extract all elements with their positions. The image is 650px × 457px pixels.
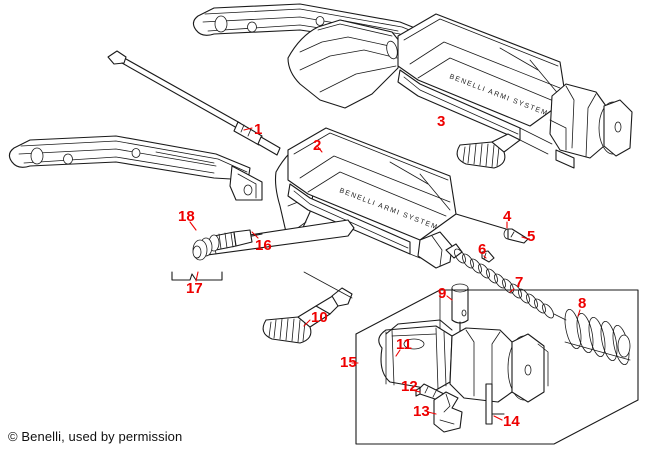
- charging-handle: [262, 271, 353, 344]
- spring-guide-pin: [481, 250, 495, 263]
- upper-bolt-carrier: BENELLI ARMI SYSTEM: [287, 13, 633, 169]
- bolt-body: [378, 319, 549, 403]
- callout-10: 10: [311, 309, 328, 326]
- lower-receiver: BENELLI ARMI SYSTEM: [287, 127, 457, 269]
- recoil-spring: [445, 243, 567, 321]
- extractor: [433, 391, 463, 433]
- callout-leader-lines: [189, 127, 581, 421]
- callout-15: 15: [340, 354, 357, 371]
- callout-5: 5: [527, 228, 536, 245]
- upper-bolt-head: [549, 83, 633, 169]
- callout-3: 3: [437, 113, 446, 130]
- inertia-spring: [564, 308, 631, 366]
- extractor-pin: [485, 383, 505, 425]
- callout-13: 13: [413, 403, 430, 420]
- callout-14: 14: [503, 413, 520, 430]
- spring-cap-nut: [192, 229, 263, 261]
- callout-16: 16: [255, 237, 272, 254]
- copyright-notice: © Benelli, used by permission: [8, 429, 183, 444]
- callout-7: 7: [515, 274, 524, 291]
- callout-17: 17: [186, 280, 203, 297]
- callout-8: 8: [578, 295, 587, 312]
- retaining-pin-group: [455, 213, 529, 244]
- callout-18: 18: [178, 208, 195, 225]
- upper-assembly: BENELLI ARMI SYSTEM: [107, 3, 633, 169]
- upper-charging-handle: [456, 133, 521, 169]
- callout-9: 9: [438, 285, 447, 302]
- callout-2: 2: [313, 137, 322, 154]
- lower-stock-arm: [8, 135, 263, 201]
- upper-operating-rod: [107, 50, 281, 156]
- callout-1: 1: [254, 121, 263, 138]
- callout-6: 6: [478, 241, 487, 258]
- lower-assembly: BENELLI ARMI SYSTEM: [8, 127, 639, 445]
- inset-box: [355, 289, 639, 445]
- callout-11: 11: [396, 336, 412, 353]
- callout-4: 4: [503, 208, 512, 225]
- callout-12: 12: [401, 378, 418, 395]
